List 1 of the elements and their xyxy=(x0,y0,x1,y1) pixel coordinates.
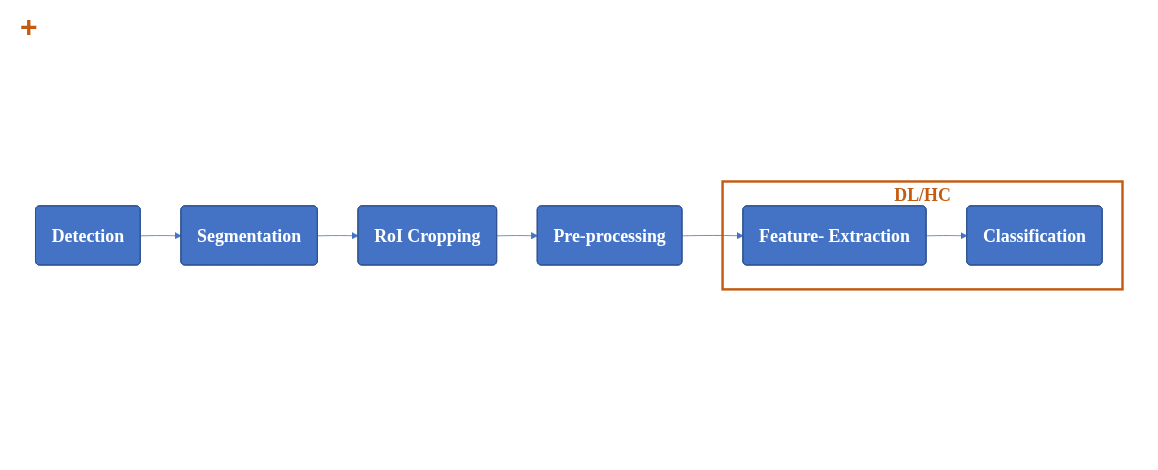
plus-sign: + xyxy=(20,10,38,44)
